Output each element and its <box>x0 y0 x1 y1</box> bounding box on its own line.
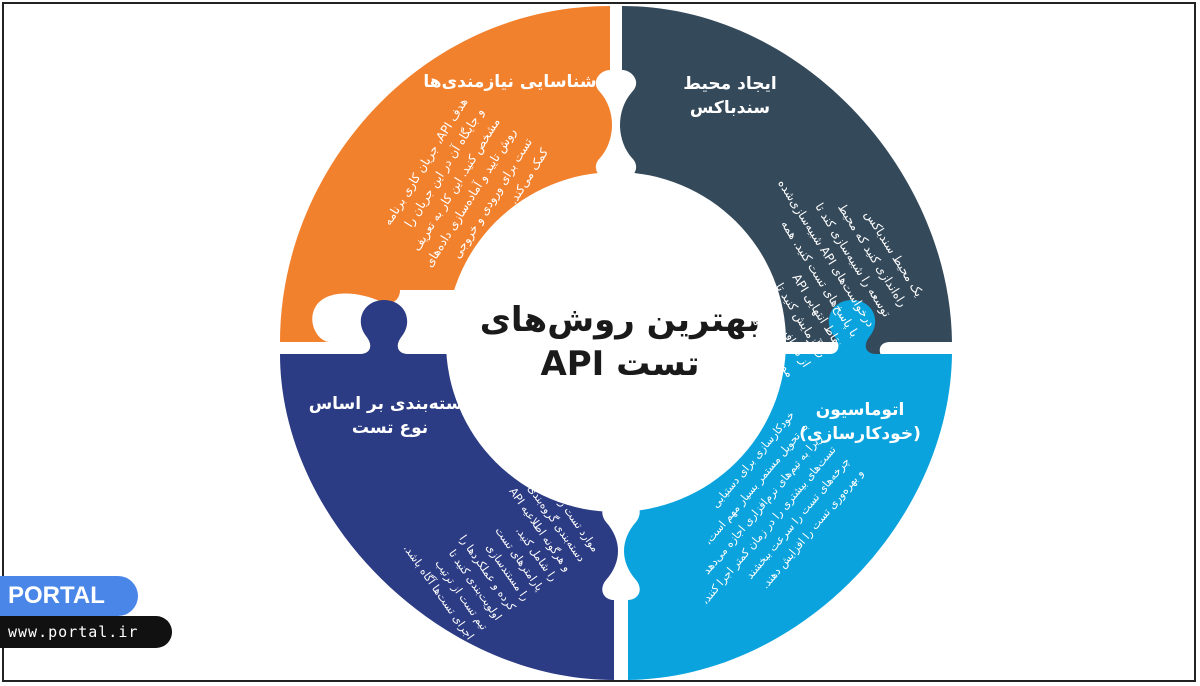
piece-sandbox <box>620 6 952 396</box>
sandbox-title: ایجاد محیط سندباکس <box>683 74 777 118</box>
automation-title: اتوماسیون (خودکارسازی) <box>799 400 921 444</box>
piece-needs <box>280 6 612 342</box>
categorize-title: دسته‌بندی بر اساس نوع تست <box>308 394 472 438</box>
needs-title: شناسایی نیازمندی‌ها <box>423 72 597 92</box>
center-title-line1: بهترین روش‌های <box>479 300 761 340</box>
piece-categorize <box>280 300 618 680</box>
portal-logo-badge: PORTAL <box>0 576 138 616</box>
portal-url-label[interactable]: www.portal.ir <box>0 616 172 648</box>
piece-automation <box>624 300 952 680</box>
center-title-line2: تست API <box>540 344 700 384</box>
